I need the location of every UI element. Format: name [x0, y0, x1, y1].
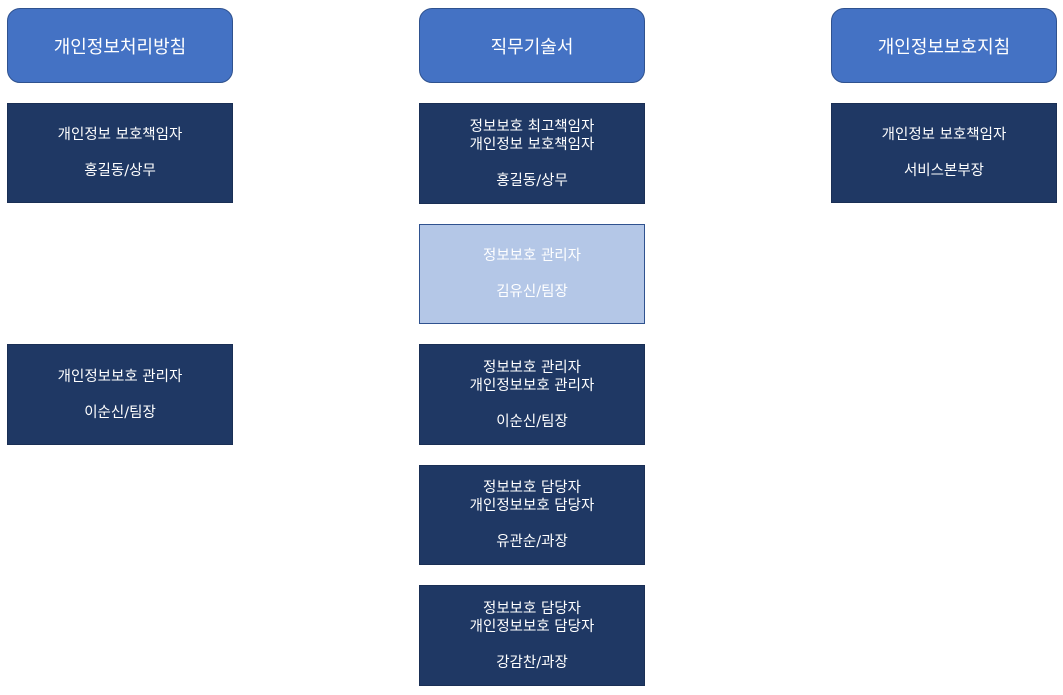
box-title: 정보보호 관리자	[483, 248, 581, 264]
header-job-description: 직무기술서	[419, 8, 645, 83]
box-job-manager: 정보보호 관리자 개인정보보호 관리자 이순신/팀장	[419, 344, 645, 445]
box-job-staff-2: 정보보호 담당자 개인정보보호 담당자 강감찬/과장	[419, 585, 645, 686]
box-job-security-manager: 정보보호 관리자 김유신/팀장	[419, 224, 645, 324]
box-person: 홍길동/상무	[84, 163, 156, 179]
box-job-staff-1: 정보보호 담당자 개인정보보호 담당자 유관순/과장	[419, 465, 645, 565]
box-title: 개인정보보호 담당자	[469, 498, 595, 514]
box-person: 이순신/팀장	[84, 404, 156, 421]
box-title: 개인정보 보호책임자	[881, 127, 1007, 143]
box-title: 정보보호 관리자	[483, 359, 581, 376]
box-title: 개인정보보호 관리자	[57, 368, 183, 385]
box-guideline-officer: 개인정보 보호책임자 서비스본부장	[831, 103, 1057, 203]
box-title: 정보보호 최고책임자	[469, 118, 595, 135]
box-title: 개인정보 보호책임자	[57, 127, 183, 143]
box-title: 개인정보보호 관리자	[469, 377, 595, 394]
box-person: 강감찬/과장	[496, 654, 568, 671]
box-person: 김유신/팀장	[496, 284, 568, 300]
box-person: 서비스본부장	[903, 163, 985, 179]
box-person: 홍길동/상무	[496, 172, 568, 189]
header-privacy-guideline: 개인정보보호지침	[831, 8, 1057, 83]
box-person: 이순신/팀장	[496, 413, 568, 430]
box-title: 정보보호 담당자	[483, 600, 581, 617]
box-title: 정보보호 담당자	[483, 480, 581, 496]
box-privacy-policy-officer: 개인정보 보호책임자 홍길동/상무	[7, 103, 233, 203]
box-person: 유관순/과장	[496, 534, 568, 550]
box-title: 개인정보 보호책임자	[469, 136, 595, 153]
box-title: 개인정보보호 담당자	[469, 618, 595, 635]
box-job-ciso: 정보보호 최고책임자 개인정보 보호책임자 홍길동/상무	[419, 103, 645, 204]
box-privacy-policy-manager: 개인정보보호 관리자 이순신/팀장	[7, 344, 233, 445]
header-privacy-policy: 개인정보처리방침	[7, 8, 233, 83]
